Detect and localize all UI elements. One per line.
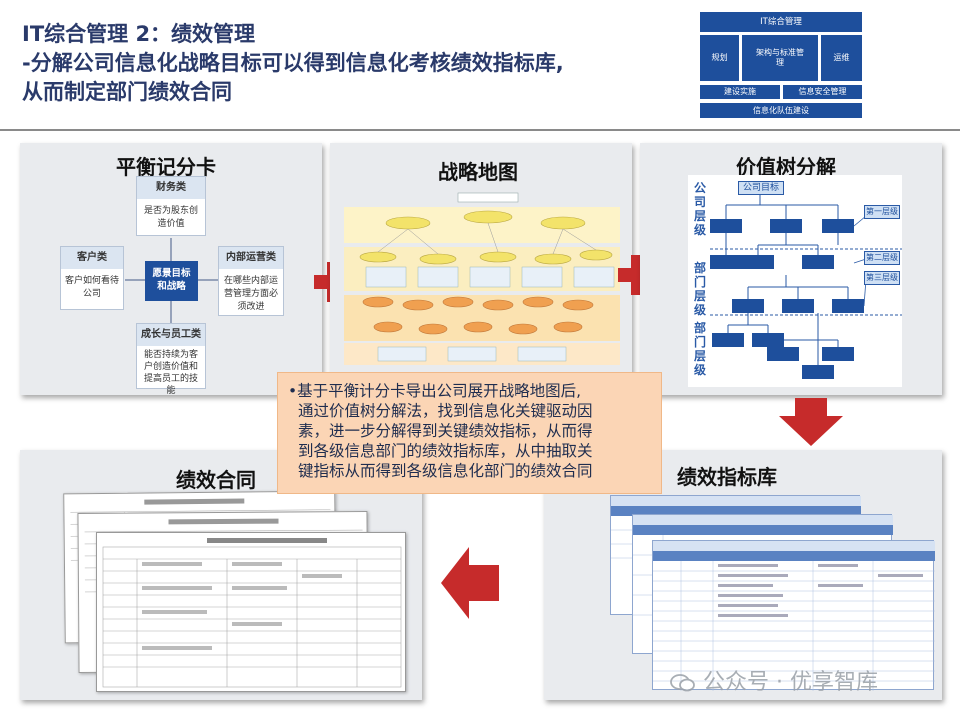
contract-panel: 绩效合同 — [20, 450, 422, 700]
callout-line-1: •基于平衡计分卡导出公司展开战略地图后, — [288, 382, 582, 400]
org-plan: 规划 — [700, 35, 739, 81]
header-divider — [0, 129, 960, 131]
company-level-label: 公司层级 — [694, 181, 707, 237]
org-ops: 运维 — [821, 35, 862, 81]
page-title: IT综合管理 2：绩效管理 -分解公司信息化战略目标可以得到信息化考核绩效指标库… — [22, 20, 682, 107]
watermark-text: 公众号 · 优享智库 — [703, 670, 878, 695]
left-arrow-icon — [441, 547, 499, 619]
callout-line-3: 素，进一步分解得到关键绩效指标，从而得 — [298, 422, 593, 440]
org-security: 信息安全管理 — [783, 85, 862, 99]
bsc-growth-text: 能否持续为客户创造价值和提高员工的技能 — [143, 350, 198, 396]
strategy-map-figure — [344, 192, 620, 365]
bullet-icon: • — [288, 382, 298, 400]
callout-line-4: 到各级信息部门的绩效指标库，从中抽取关 — [298, 442, 593, 460]
bsc-finance-head: 财务类 — [137, 177, 205, 199]
title-line-3: 从而制定部门绩效合同 — [22, 80, 232, 104]
value-tree-panel: 价值树分解 公司层级 部门层级 部门层级 公司目标 第一层级 第二 — [640, 143, 942, 395]
org-top: IT综合管理 — [700, 12, 862, 32]
org-build: 建设实施 — [700, 85, 780, 99]
value-tree-figure: 公司层级 部门层级 部门层级 公司目标 第一层级 第二层级 第三层级 — [688, 175, 902, 387]
tier1-label: 第一层级 — [864, 205, 900, 219]
bsc-center-box: 愿景目标和战略 — [145, 261, 198, 301]
bsc-finance-box: 财务类 是否为股东创造价值 — [136, 176, 206, 236]
callout-line-2: 通过价值树分解法，找到信息化关键驱动因 — [298, 402, 593, 420]
title-line-2: -分解公司信息化战略目标可以得到信息化考核绩效指标库, — [22, 51, 564, 75]
strategy-map-panel: 战略地图 — [330, 143, 632, 375]
contract-title: 绩效合同 — [176, 468, 256, 492]
bsc-internal-box: 内部运营类 在哪些内部运营管理方面必须改进 — [218, 246, 284, 316]
wechat-icon — [670, 673, 696, 693]
watermark: 公众号 · 优享智库 — [670, 664, 878, 696]
tier3-label: 第三层级 — [864, 271, 900, 285]
dept-level-label-2: 部门层级 — [694, 321, 707, 377]
callout-line-5: 键指标从而得到各级信息化部门的绩效合同 — [298, 462, 593, 480]
summary-callout: •基于平衡计分卡导出公司展开战略地图后, 通过价值树分解法，找到信息化关键驱动因… — [277, 372, 662, 494]
value-tree-lines — [710, 195, 902, 379]
bsc-customer-head: 客户类 — [61, 247, 123, 269]
bsc-connectors — [125, 238, 218, 323]
kpi-library-title: 绩效指标库 — [677, 465, 777, 489]
company-goal-box: 公司目标 — [738, 181, 784, 195]
bsc-customer-text: 客户如何看待公司 — [65, 276, 120, 299]
bsc-title: 平衡记分卡 — [116, 155, 216, 179]
down-arrow-icon — [779, 398, 843, 446]
bsc-growth-box: 成长与员工类 能否持续为客户创造价值和提高员工的技能 — [136, 323, 206, 396]
bsc-finance-text: 是否为股东创造价值 — [143, 206, 198, 229]
strategy-map-title: 战略地图 — [438, 160, 518, 184]
org-team: 信息化队伍建设 — [700, 103, 862, 118]
it-management-org-chart: IT综合管理 规划 架构与标准管理 运维 建设实施 信息安全管理 信息化队伍建设 — [700, 12, 862, 120]
bsc-internal-head: 内部运营类 — [219, 247, 283, 269]
title-line-1: IT综合管理 2：绩效管理 — [22, 22, 256, 46]
org-arch: 架构与标准管理 — [742, 35, 818, 81]
bsc-internal-text: 在哪些内部运营管理方面必须改进 — [223, 276, 278, 312]
bsc-customer-box: 客户类 客户如何看待公司 — [60, 246, 124, 310]
dept-level-label-1: 部门层级 — [694, 261, 707, 317]
tier2-label: 第二层级 — [864, 251, 900, 265]
contract-doc-front — [96, 532, 406, 692]
kpi-table-front — [652, 540, 935, 691]
bsc-growth-head: 成长与员工类 — [137, 324, 205, 346]
bsc-panel: 平衡记分卡 财务类 是否为股东创造价值 客户类 客户如何看待公司 愿景目标和战略… — [20, 143, 322, 396]
